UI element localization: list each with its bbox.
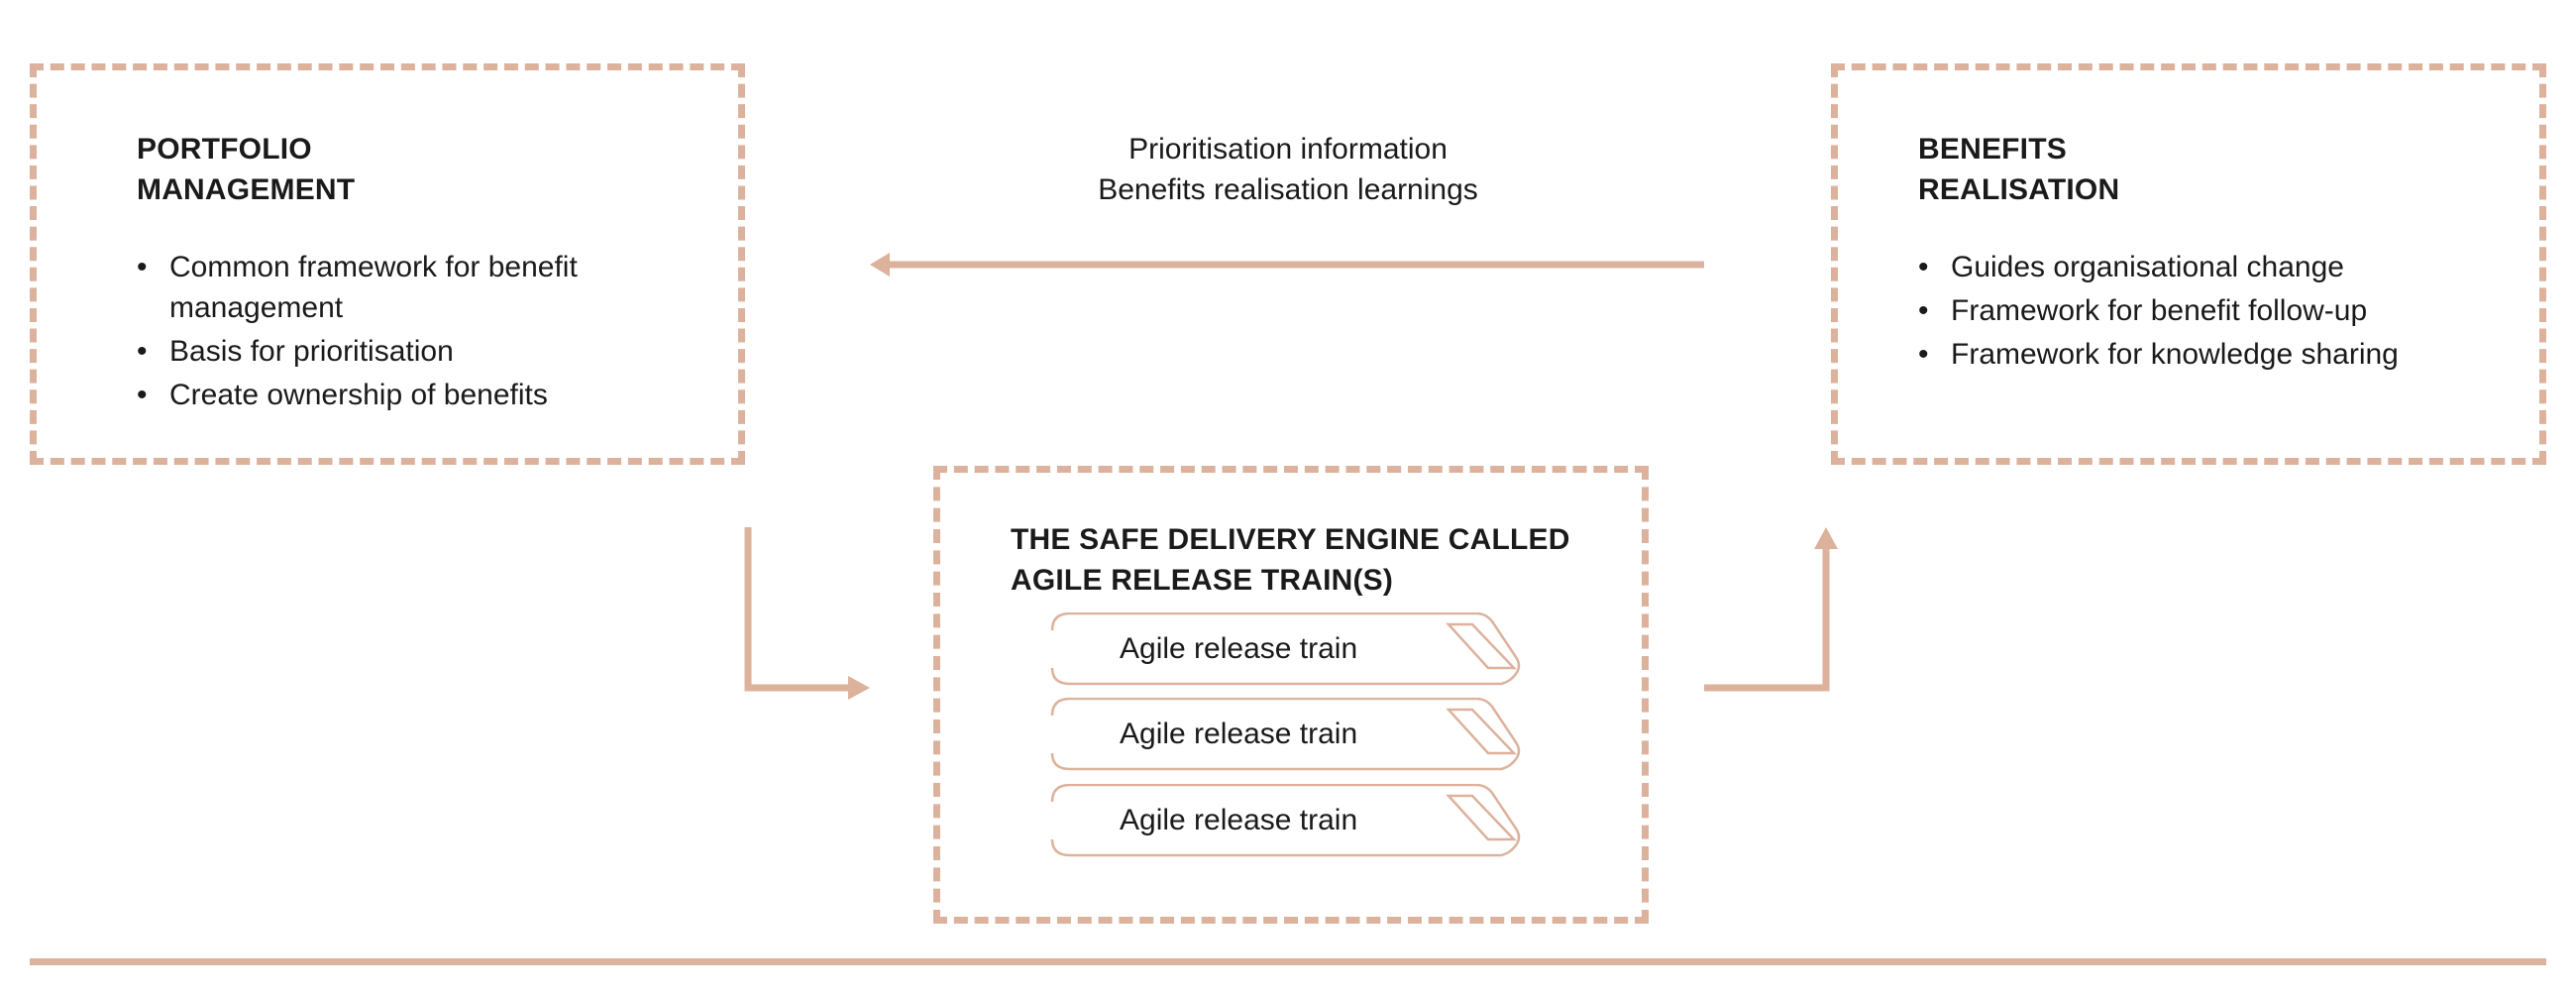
feedback-arrow-icon	[870, 253, 1704, 277]
feedback-line1: Prioritisation information	[1128, 133, 1448, 166]
portfolio-title-line2: MANAGEMENT	[137, 173, 356, 206]
train-label: Agile release train	[1120, 718, 1358, 750]
portfolio-management-box	[30, 63, 745, 465]
portfolio-bullet-list: Common framework for benefit management …	[137, 247, 692, 418]
portfolio-title-line1: PORTFOLIO	[137, 133, 312, 166]
feedback-label: Prioritisation information Benefits real…	[991, 129, 1585, 210]
train-label: Agile release train	[1120, 632, 1358, 665]
list-item: Basis for prioritisation	[137, 331, 692, 372]
arrow-to-engine-icon	[744, 527, 870, 700]
benefits-title-line1: BENEFITS	[1918, 133, 2067, 166]
engine-title-line1: THE SAFE DELIVERY ENGINE CALLED	[1011, 523, 1570, 556]
list-item: Create ownership of benefits	[137, 375, 692, 415]
train-card: Agile release train	[1050, 612, 1526, 688]
list-item: Framework for benefit follow-up	[1918, 290, 2513, 331]
delivery-engine-box	[933, 466, 1649, 924]
benefits-bullet-list: Guides organisational change Framework f…	[1918, 247, 2513, 378]
train-card: Agile release train	[1050, 698, 1526, 773]
benefits-title-line2: REALISATION	[1918, 173, 2120, 206]
bottom-divider	[30, 958, 2546, 965]
list-item: Guides organisational change	[1918, 247, 2513, 287]
list-item: Common framework for benefit management	[137, 247, 692, 328]
list-item: Framework for knowledge sharing	[1918, 334, 2513, 375]
portfolio-management-title: PORTFOLIO MANAGEMENT	[137, 129, 355, 210]
feedback-line2: Benefits realisation learnings	[1098, 173, 1478, 206]
train-outline-icon	[1050, 612, 1521, 686]
train-outline-icon	[1050, 784, 1521, 857]
engine-title-line2: AGILE RELEASE TRAIN(S)	[1011, 564, 1394, 597]
train-card: Agile release train	[1050, 784, 1526, 859]
train-label: Agile release train	[1120, 804, 1358, 836]
benefits-realisation-box	[1831, 63, 2546, 465]
arrow-to-benefits-icon	[1704, 527, 1838, 692]
train-outline-icon	[1050, 698, 1521, 771]
delivery-engine-title: THE SAFE DELIVERY ENGINE CALLED AGILE RE…	[1011, 519, 1570, 601]
benefits-realisation-title: BENEFITS REALISATION	[1918, 129, 2119, 210]
